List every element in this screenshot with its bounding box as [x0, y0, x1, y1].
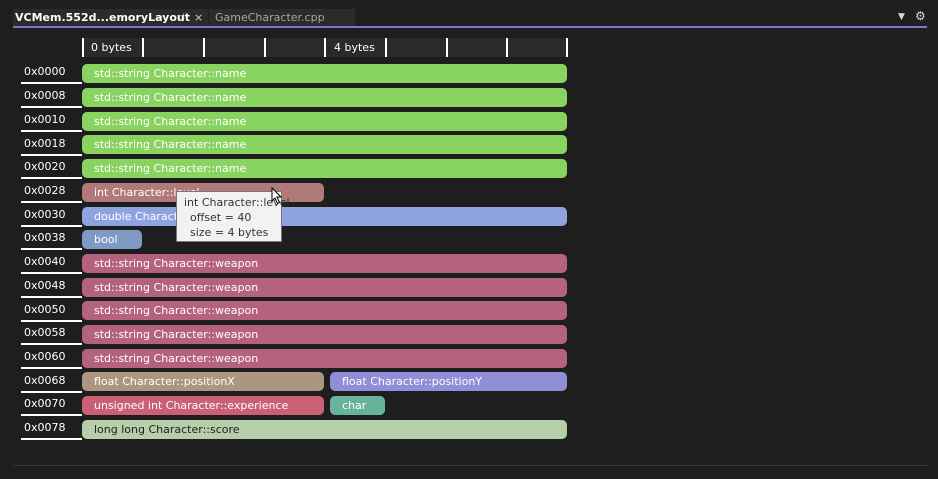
tab-title: VCMem.552d...emoryLayout	[15, 11, 190, 24]
tooltip-title: int Character::level	[184, 196, 290, 209]
row-offset-label: 0x0070	[21, 394, 82, 416]
pin-icon[interactable]: ⊣	[177, 12, 185, 22]
row-offset-label: 0x0020	[21, 157, 82, 179]
ruler-tick	[324, 38, 326, 57]
field-bar-weapon[interactable]: std::string Character::weapon	[82, 278, 567, 297]
ruler-tick	[506, 38, 508, 57]
row-offset-label: 0x0028	[21, 181, 82, 203]
field-bar-name[interactable]: std::string Character::name	[82, 88, 567, 107]
row-offset-label: 0x0058	[21, 323, 82, 345]
chevron-down-icon[interactable]: ▼	[898, 12, 905, 22]
field-tooltip: int Character::level offset = 40 size = …	[176, 191, 290, 242]
mouse-pointer-icon	[271, 187, 283, 205]
field-bar-position-y[interactable]: float Character::positionY	[330, 372, 567, 391]
field-bar-weapon[interactable]: std::string Character::weapon	[82, 349, 567, 368]
ruler-tick	[142, 38, 144, 57]
field-bar-double[interactable]: double Character::	[82, 207, 567, 226]
field-bar-weapon[interactable]: std::string Character::weapon	[82, 254, 567, 273]
tab-strip: VCMem.552d...emoryLayout ⊣ × GameCharact…	[0, 0, 938, 27]
close-icon[interactable]: ×	[194, 11, 204, 24]
ruler-tick	[203, 38, 205, 57]
field-bar-name[interactable]: std::string Character::name	[82, 159, 567, 178]
pane-bottom-border	[14, 465, 927, 466]
row-offset-label: 0x0078	[21, 418, 82, 440]
tooltip-size: size = 4 bytes	[190, 226, 269, 239]
field-bar-position-x[interactable]: float Character::positionX	[82, 372, 324, 391]
field-bar-bool[interactable]: bool	[82, 230, 142, 249]
row-offset-label: 0x0038	[21, 228, 82, 250]
row-offset-label: 0x0048	[21, 276, 82, 298]
row-offset-label: 0x0000	[21, 62, 82, 84]
row-offset-label: 0x0030	[21, 205, 82, 227]
row-offset-label: 0x0040	[21, 252, 82, 274]
ruler-label-0-bytes: 0 bytes	[91, 41, 132, 54]
row-offset-label: 0x0010	[21, 110, 82, 132]
row-offset-label: 0x0068	[21, 371, 82, 393]
row-offset-label: 0x0050	[21, 300, 82, 322]
tab-game-character-cpp[interactable]: GameCharacter.cpp	[209, 9, 355, 26]
field-bar-name[interactable]: std::string Character::name	[82, 112, 567, 131]
tab-title: GameCharacter.cpp	[215, 11, 325, 24]
field-bar-weapon[interactable]: std::string Character::weapon	[82, 301, 567, 320]
ruler-tick	[566, 38, 568, 57]
row-offset-label: 0x0018	[21, 134, 82, 156]
row-offset-label: 0x0008	[21, 86, 82, 108]
field-bar-weapon[interactable]: std::string Character::weapon	[82, 325, 567, 344]
ruler-tick	[82, 38, 84, 57]
field-bar-experience[interactable]: unsigned int Character::experience	[82, 396, 324, 415]
tab-memory-layout[interactable]: VCMem.552d...emoryLayout ⊣ ×	[13, 9, 208, 26]
tooltip-offset: offset = 40	[190, 211, 252, 224]
tab-accent-line	[13, 26, 927, 28]
ruler-label-4-bytes: 4 bytes	[334, 41, 375, 54]
gear-icon[interactable]: ⚙	[915, 9, 926, 23]
field-bar-score[interactable]: long long Character::score	[82, 420, 567, 439]
field-bar-char[interactable]: char	[330, 396, 385, 415]
row-offset-label: 0x0060	[21, 347, 82, 369]
ruler-tick	[446, 38, 448, 57]
ruler-tick	[385, 38, 387, 57]
ruler-tick	[264, 38, 266, 57]
field-bar-name[interactable]: std::string Character::name	[82, 135, 567, 154]
field-bar-name[interactable]: std::string Character::name	[82, 64, 567, 83]
